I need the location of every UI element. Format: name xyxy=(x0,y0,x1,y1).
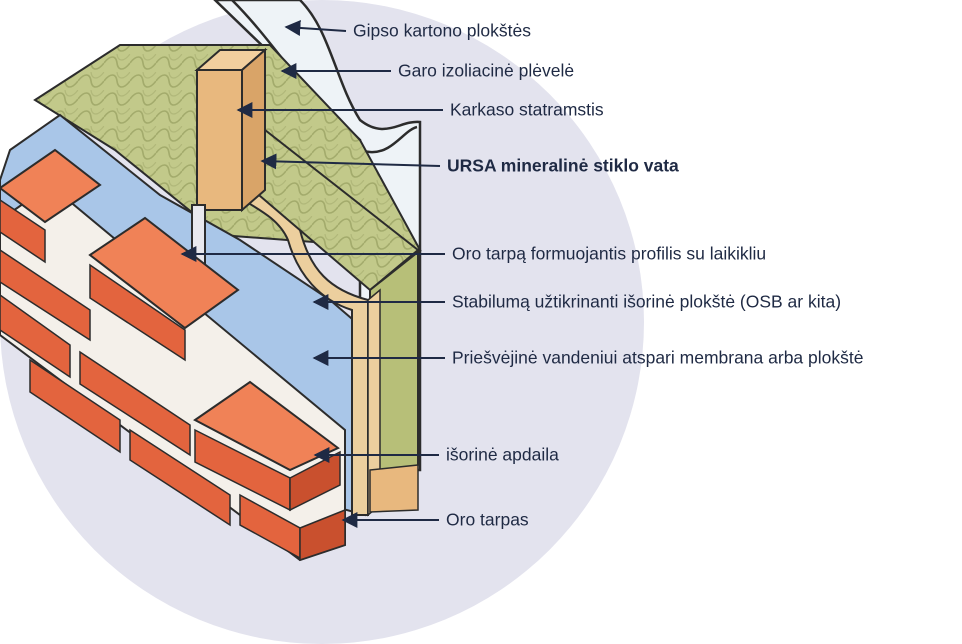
label-isorine: išorinė apdaila xyxy=(446,444,559,465)
label-ursa: URSA mineralinė stiklo vata xyxy=(447,155,679,176)
brick-row-3 xyxy=(89,263,186,362)
brick-top-3 xyxy=(193,380,340,472)
brick-row-10 xyxy=(29,358,121,454)
label-oro-profilis: Oro tarpą formuojantis profilis su laiki… xyxy=(452,243,767,264)
brick-top-1 xyxy=(0,148,102,224)
label-priesvejine: Priešvėjinė vandeniui atspari membrana a… xyxy=(452,347,864,368)
brick-row-11 xyxy=(299,508,346,562)
stud-front xyxy=(196,69,243,211)
stud-side xyxy=(241,47,266,213)
brick-row-4 xyxy=(0,294,71,379)
label-garo: Garo izoliacinė plėvelė xyxy=(398,60,575,81)
brick-top-2 xyxy=(88,216,240,330)
leader-lines xyxy=(180,19,445,528)
label-stabilumo: Stabilumą užtikrinanti išorinė plokštė (… xyxy=(452,291,842,312)
label-oro-tarpas: Oro tarpas xyxy=(446,509,529,530)
label-gipso: Gipso kartono plokštės xyxy=(353,20,532,41)
brick-wall xyxy=(0,148,346,562)
brick-row-5 xyxy=(79,350,191,457)
leader-gipso xyxy=(284,19,347,36)
label-karkaso: Karkaso statramstis xyxy=(450,99,604,120)
stud-bottom-edge xyxy=(369,464,419,513)
brick-row-1 xyxy=(0,199,46,264)
brick-row-2 xyxy=(0,249,91,342)
brick-row-9 xyxy=(129,428,231,527)
leader-ursa xyxy=(260,153,441,170)
